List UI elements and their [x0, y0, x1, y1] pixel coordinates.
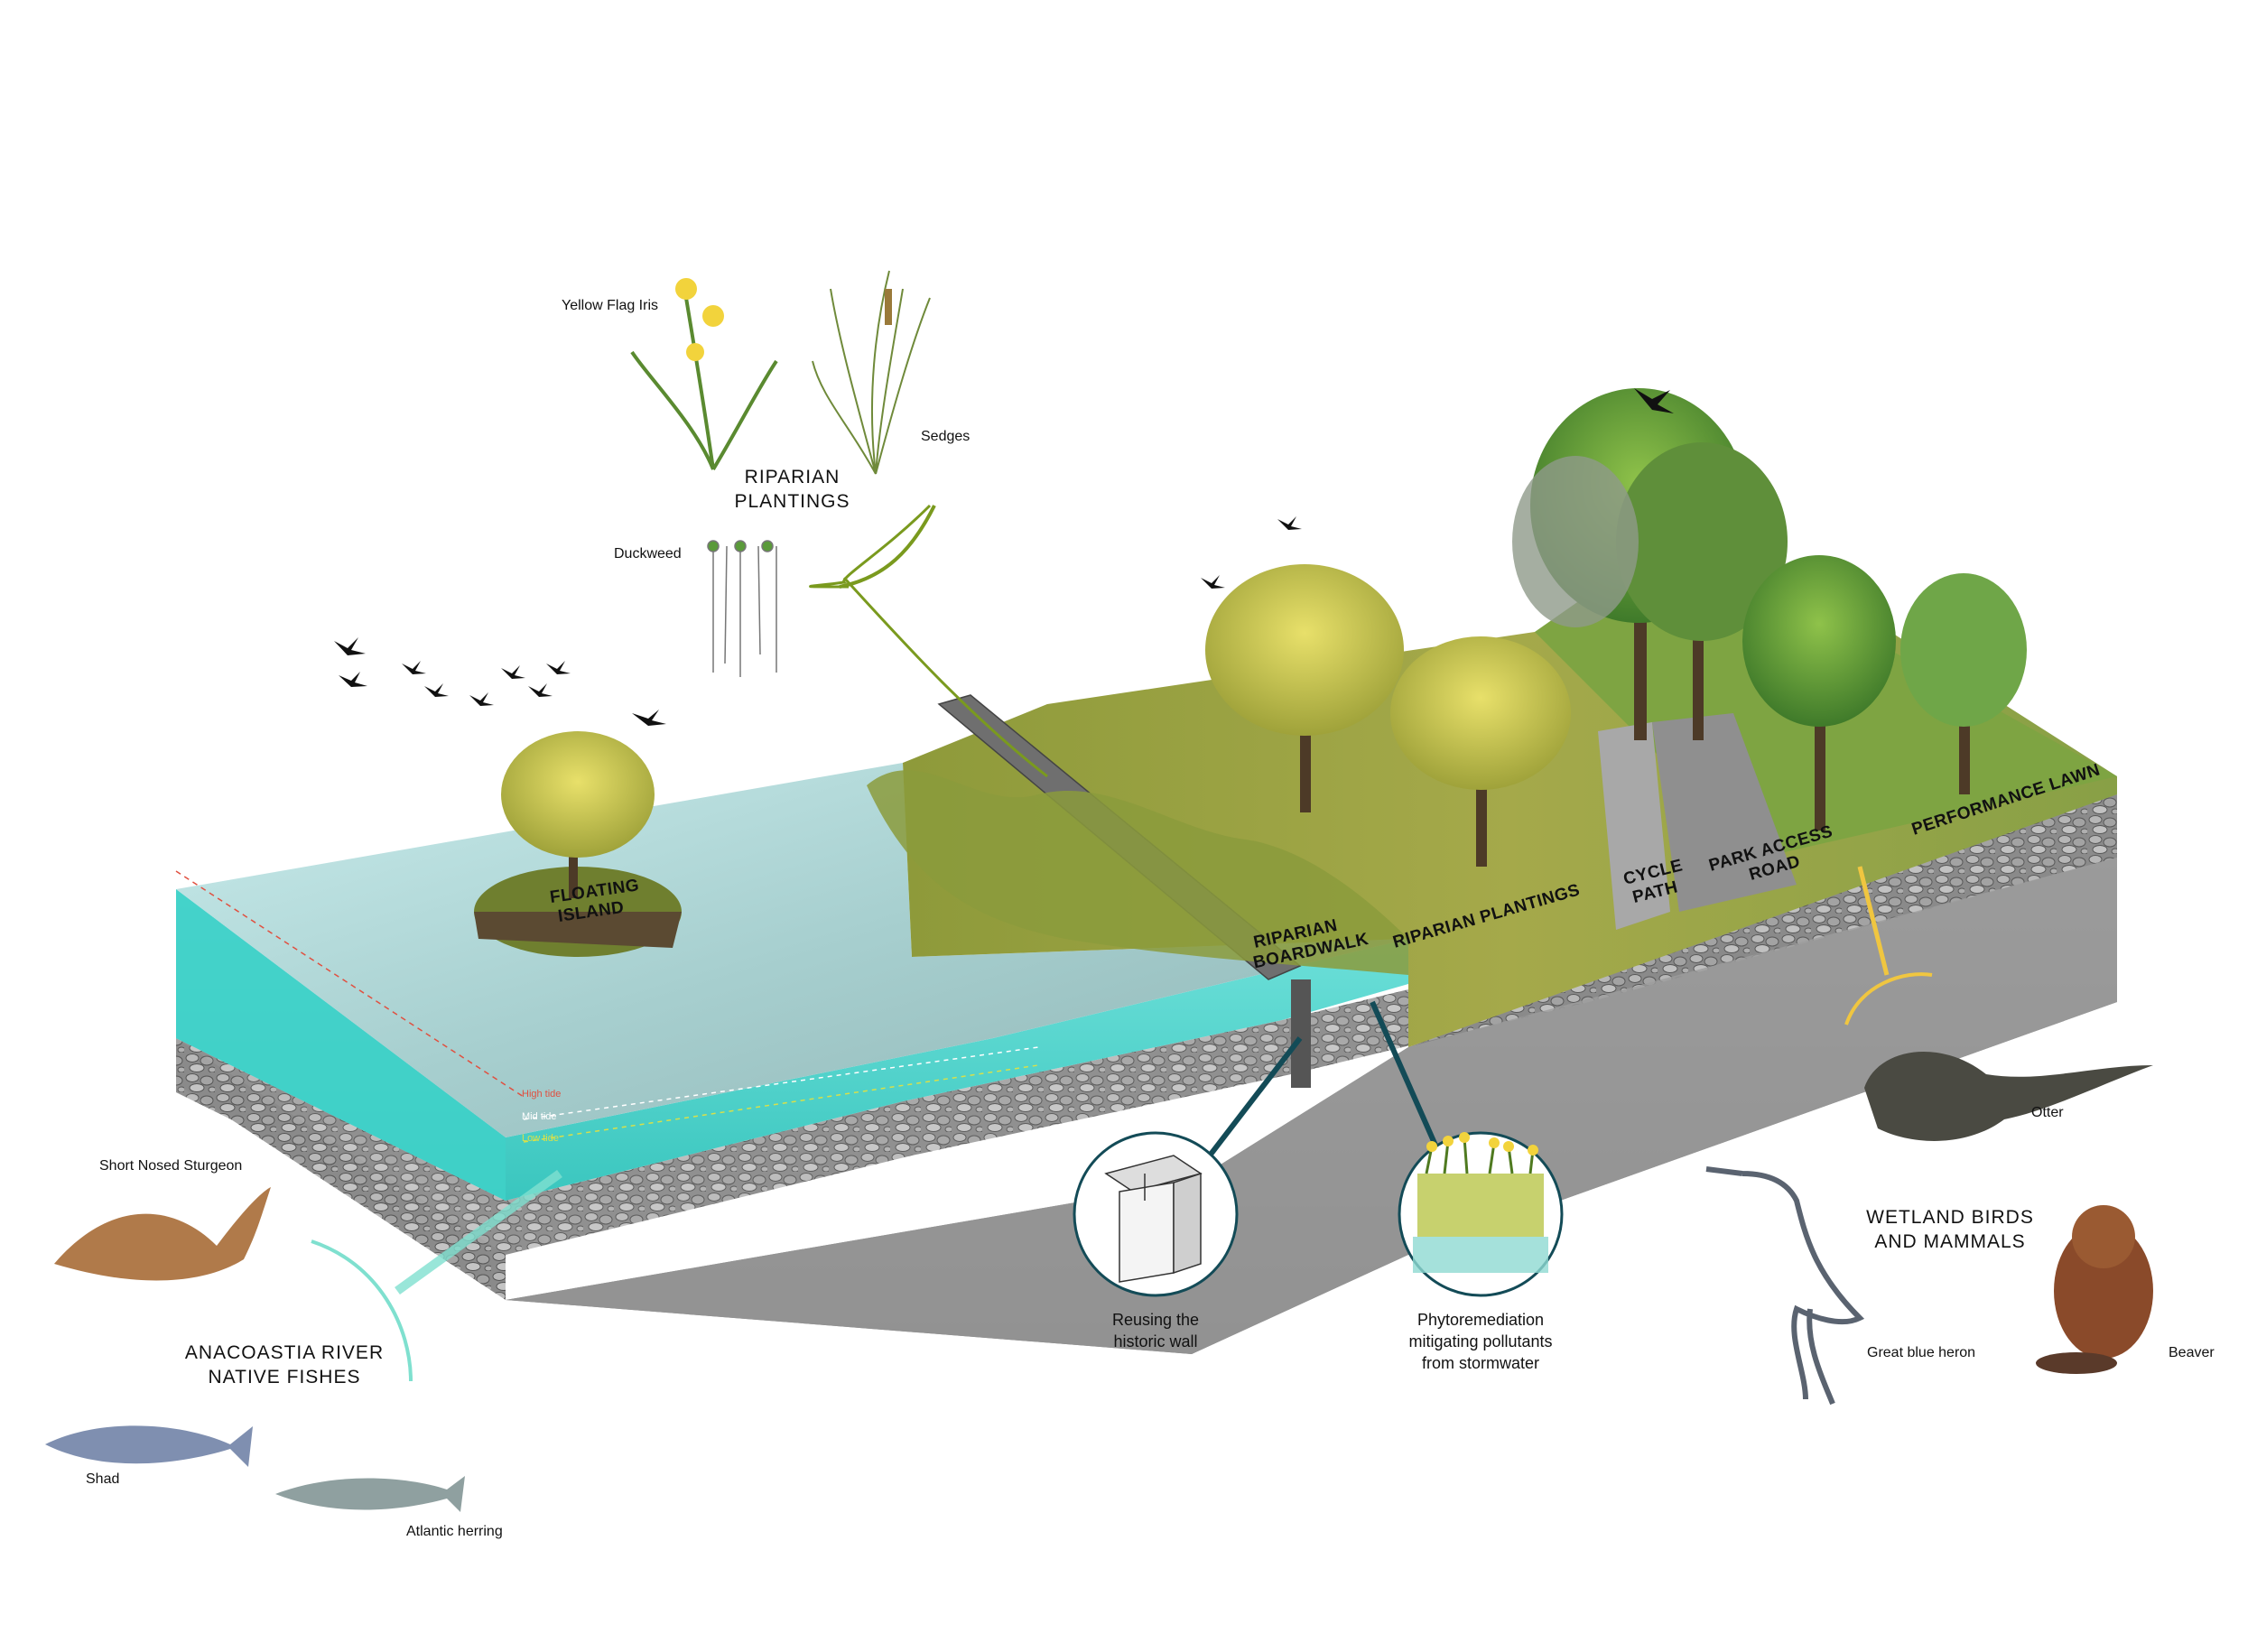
great-blue-heron-label: Great blue heron	[1867, 1345, 1976, 1360]
atlantic-herring-icon	[275, 1476, 465, 1512]
cycle-path-surface	[1598, 722, 1670, 930]
historic-wall-caption: Reusing the historic wall	[1065, 1309, 1246, 1352]
low-tide-line	[523, 1064, 1039, 1143]
yellow-flag-iris-label: Yellow Flag Iris	[562, 298, 659, 313]
low-tide-label: Low tide	[522, 1133, 559, 1144]
native-fishes-heading-line1: ANACOASTIA RIVER	[184, 1342, 385, 1363]
atlantic-herring-label: Atlantic herring	[406, 1524, 503, 1539]
plantings-bracket	[809, 504, 932, 589]
phytoremediation-caption-line2: mitigating pollutants	[1408, 1332, 1553, 1350]
historic-wall-caption-line2: historic wall	[1113, 1332, 1198, 1350]
wildlife-arc	[1844, 972, 1933, 1026]
wall-callout	[1073, 1131, 1239, 1297]
phytoremediation-caption: Phytoremediation mitigating pollutants f…	[1372, 1309, 1589, 1374]
yellow-flag-iris-icon	[630, 278, 778, 471]
phytoremediation-caption-line1: Phytoremediation	[1416, 1311, 1545, 1329]
wildlife-heading-line1: WETLAND BIRDS	[1866, 1207, 2034, 1228]
native-fishes-heading-line2: NATIVE FISHES	[208, 1367, 361, 1387]
plantings-arc	[839, 505, 936, 589]
duckweed-icon	[707, 540, 777, 677]
mid-tide-label: Mid tide	[522, 1111, 557, 1122]
great-blue-heron-icon	[1705, 1166, 1865, 1406]
wildlife-leader	[1857, 866, 1890, 976]
wildlife-heading-line2: AND MAMMALS	[1874, 1231, 2026, 1252]
wall-leader	[1207, 1036, 1303, 1157]
duckweed-label: Duckweed	[614, 546, 682, 561]
riparian-vegetation	[867, 770, 1408, 975]
phyto-callout	[1398, 1131, 1564, 1297]
riparian-plantings-heading-line2: PLANTINGS	[734, 491, 850, 512]
left-face-stones	[176, 1038, 506, 1300]
high-tide-label: High tide	[522, 1089, 561, 1100]
deciduous-trees	[1512, 388, 2027, 831]
sedges-icon	[812, 270, 931, 475]
shad-icon	[45, 1425, 253, 1467]
bird-flock-icon	[334, 388, 1674, 726]
plantings-leader	[842, 576, 1048, 778]
water-surface	[176, 763, 1408, 1137]
beaver-label: Beaver	[2169, 1345, 2215, 1360]
short-nosed-sturgeon-label: Short Nosed Sturgeon	[99, 1158, 243, 1174]
historic-wall-post	[1291, 979, 1311, 1088]
phyto-leader	[1370, 1000, 1443, 1157]
willow-trees	[1205, 564, 1571, 867]
fish-leader	[395, 1169, 562, 1295]
floating-island	[474, 731, 682, 957]
native-fishes-heading: ANACOASTIA RIVER NATIVE FISHES	[149, 1341, 420, 1389]
phytoremediation-caption-line3: from stormwater	[1421, 1354, 1540, 1372]
road-surface	[1652, 713, 1797, 912]
bedrock	[506, 858, 2117, 1354]
fish-arc	[311, 1239, 413, 1382]
historic-wall-caption-line1: Reusing the	[1111, 1311, 1200, 1329]
otter-icon	[1864, 1051, 2153, 1141]
shad-label: Shad	[86, 1471, 120, 1487]
riparian-plantings-heading: RIPARIAN PLANTINGS	[686, 465, 898, 514]
short-nosed-sturgeon-icon	[54, 1187, 271, 1281]
beaver-icon	[2036, 1205, 2153, 1374]
riparian-plantings-heading-line1: RIPARIAN	[744, 467, 841, 487]
otter-label: Otter	[2031, 1105, 2064, 1120]
wildlife-heading: WETLAND BIRDS AND MAMMALS	[1842, 1205, 2058, 1254]
sedges-label: Sedges	[921, 429, 971, 444]
water-left-face	[176, 889, 506, 1201]
